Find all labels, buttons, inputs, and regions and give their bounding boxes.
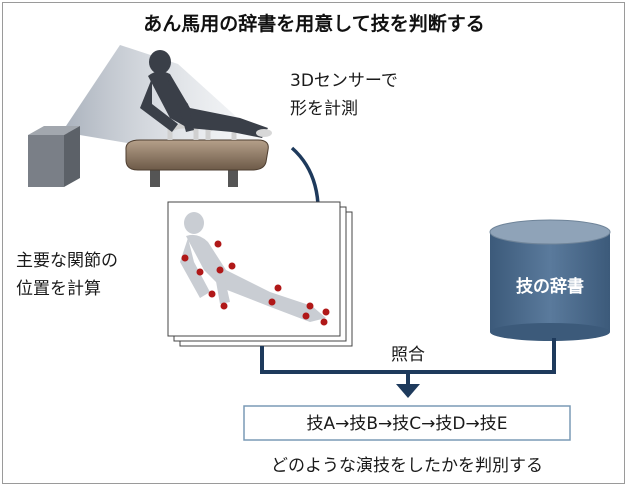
joint-dot <box>216 266 224 274</box>
joints-label-line1: 主要な関節の <box>16 251 118 271</box>
sequence-text: 技A→技B→技C→技D→技E <box>307 414 508 434</box>
sensor-box <box>28 135 64 187</box>
joint-figure <box>180 212 330 326</box>
joint-dot <box>274 284 282 292</box>
joint-dot <box>302 312 310 320</box>
dictionary-database: 技の辞書 <box>489 219 611 341</box>
joint-dot <box>181 254 189 262</box>
joint-dot <box>306 302 314 310</box>
result-label: どのような演技をしたかを判別する <box>271 456 543 476</box>
sensor-box-side <box>64 126 80 187</box>
joint-dot <box>196 268 204 276</box>
sensor-beam <box>62 45 262 162</box>
joint-dot <box>228 262 236 270</box>
joint-dot <box>214 240 222 248</box>
match-connector <box>260 338 556 386</box>
sensor-label-line2: 形を計測 <box>290 99 358 119</box>
dictionary-label: 技の辞書 <box>516 276 584 297</box>
sequence-box <box>243 405 571 441</box>
joints-label-line2: 位置を計算 <box>16 279 101 299</box>
joint-dot <box>322 308 330 316</box>
diagram-frame <box>2 2 625 484</box>
match-label: 照合 <box>391 345 425 365</box>
gymnast-figure <box>140 50 272 138</box>
joint-dot <box>208 290 216 298</box>
joint-dot <box>220 302 228 310</box>
sensor-box-top <box>28 126 80 135</box>
sensor-label-line1: 3Dセンサーで <box>290 71 398 91</box>
joint-dot <box>320 318 328 326</box>
page-title: あん馬用の辞書を用意して技を判断する <box>143 12 484 35</box>
sensor-illustration <box>28 45 262 187</box>
joint-dot <box>268 298 276 306</box>
down-arrowhead <box>396 384 420 398</box>
